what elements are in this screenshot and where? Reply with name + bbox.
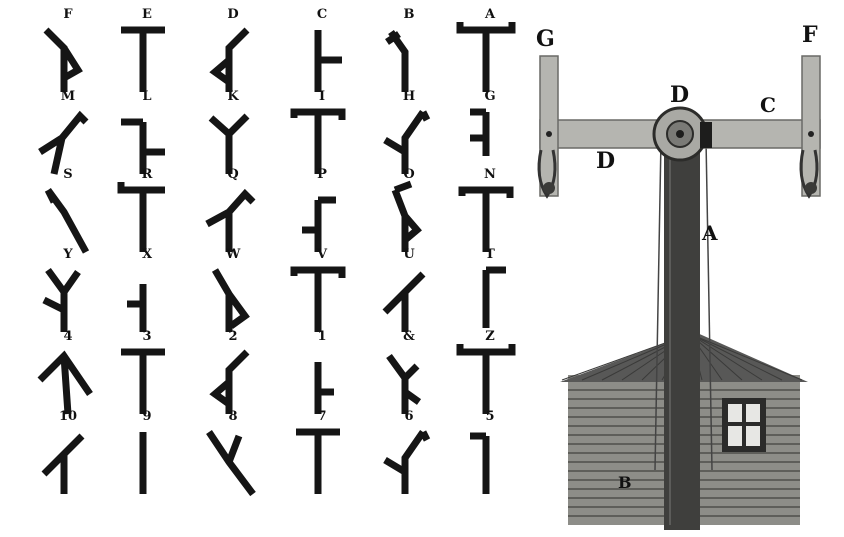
symbol-label: O bbox=[403, 167, 414, 182]
symbol-label: G bbox=[484, 89, 495, 104]
symbol-label: L bbox=[142, 89, 151, 104]
pivot-pin bbox=[808, 131, 814, 137]
symbol-label: Q bbox=[227, 167, 238, 182]
symbol-label: 3 bbox=[142, 329, 151, 344]
symbol-label: W bbox=[225, 247, 241, 262]
symbol-label: 8 bbox=[228, 409, 237, 424]
left-weight bbox=[543, 182, 555, 194]
symbol-label: T bbox=[485, 247, 495, 262]
symbol-label: Z bbox=[485, 329, 495, 344]
window-pane bbox=[746, 404, 760, 422]
pulley-axle bbox=[676, 130, 684, 138]
symbol-label: 5 bbox=[485, 409, 494, 424]
label-left-arm: D bbox=[596, 148, 615, 174]
symbol-label: 9 bbox=[142, 409, 151, 424]
symbol-label: X bbox=[142, 247, 153, 262]
label-pivot: D bbox=[670, 82, 689, 108]
label-right-end: F bbox=[802, 22, 818, 48]
symbol-label: M bbox=[61, 89, 75, 104]
symbol-label: & bbox=[403, 329, 415, 344]
symbol-label: B bbox=[404, 7, 415, 22]
symbol-label: 2 bbox=[228, 329, 237, 344]
label-hut: B bbox=[618, 473, 632, 492]
symbol-label: C bbox=[317, 7, 327, 22]
symbol-label: S bbox=[63, 167, 72, 182]
symbol-label: 7 bbox=[317, 409, 326, 424]
symbol-label: V bbox=[316, 247, 328, 262]
symbol-label: H bbox=[403, 89, 415, 104]
symbol-label: K bbox=[227, 89, 239, 104]
symbol-label: 4 bbox=[63, 329, 72, 344]
pulley-bracket bbox=[700, 122, 712, 148]
symbol-label: D bbox=[227, 7, 238, 22]
symbol-label: P bbox=[317, 167, 327, 182]
symbol-label: 10 bbox=[59, 409, 77, 424]
symbol-label: 1 bbox=[317, 329, 326, 344]
symbol-label: U bbox=[403, 247, 415, 262]
right-weight bbox=[805, 182, 817, 194]
symbol-label: R bbox=[142, 167, 153, 182]
symbol-label: N bbox=[484, 167, 496, 182]
pivot-pin bbox=[546, 131, 552, 137]
window-pane bbox=[746, 426, 760, 446]
symbol-label: A bbox=[484, 7, 496, 22]
symbol-label: I bbox=[319, 89, 325, 104]
label-left-end: G bbox=[536, 26, 555, 52]
symbol-label: Y bbox=[62, 247, 73, 262]
symbol-label: E bbox=[142, 7, 152, 22]
symbol-label: F bbox=[63, 7, 73, 22]
symbol-label: 6 bbox=[404, 409, 413, 424]
label-post: A bbox=[701, 221, 718, 245]
window-pane bbox=[728, 404, 742, 422]
window-pane bbox=[728, 426, 742, 446]
label-right-arm: C bbox=[760, 93, 776, 117]
